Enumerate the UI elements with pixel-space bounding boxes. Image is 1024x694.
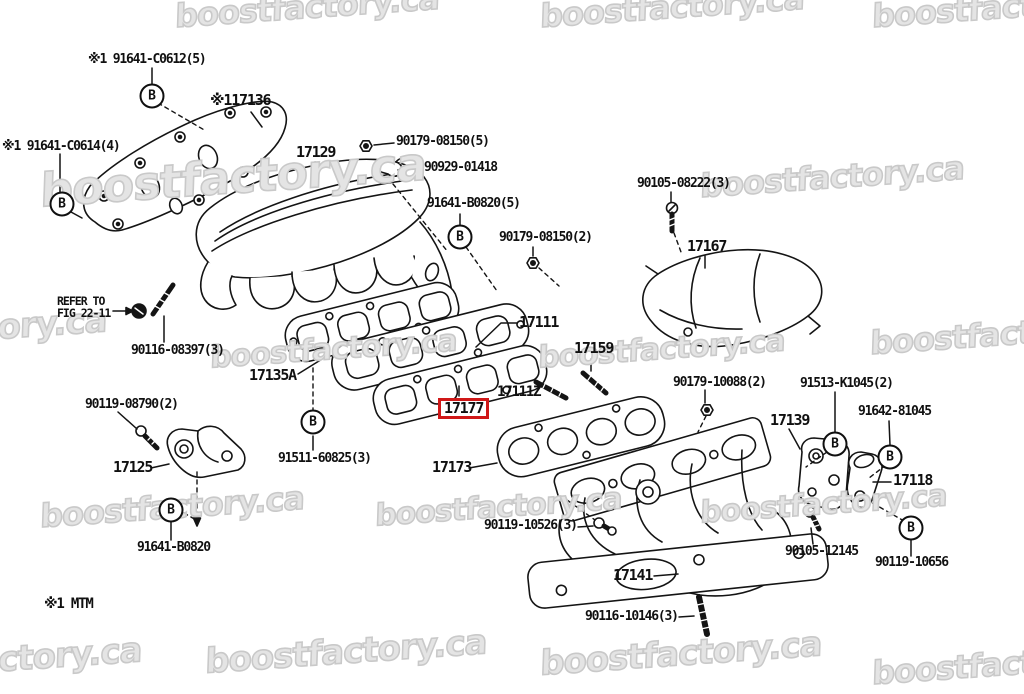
part-17129-intake-manifold [195,158,453,310]
label-90119-10656: 90119-10656 [875,555,949,570]
label-17139: 17139 [770,411,810,429]
callout-b: B [822,431,848,457]
label-90105-08222: 90105-08222(3) [637,176,731,191]
label-90116-08397: 90116-08397(3) [131,343,225,358]
label-91641-C0614: ※1 91641-C0614(4) [2,139,121,154]
label-90119-08790: 90119-08790(2) [85,397,179,412]
callout-b: B [158,497,184,523]
label-90105-12145: 90105-12145 [785,544,859,559]
label-91641-C0612: ※1 91641-C0612(5) [88,52,207,67]
highlighted-part-box: 17177 [438,398,490,419]
label-91513-K1045: 91513-K1045(2) [800,376,894,391]
part-17173-gasket [496,396,666,478]
label-90179-08150-2: 90179-08150(2) [499,230,593,245]
dashed-arrowhead [192,517,202,527]
callout-b: B [877,444,903,470]
label-17129: 17129 [296,143,336,161]
label-91641-B0820: 91641-B0820 [137,540,211,555]
label-90929-01418: 90929-01418 [424,160,498,175]
label-17118: 17118 [893,471,933,489]
label-17141: 17141 [613,566,653,584]
label-90179-10088: 90179-10088(2) [673,375,767,390]
label-91642-81045: 91642-81045 [858,404,932,419]
label-17159: 17159 [574,339,614,357]
label-91641-B0820-5: 91641-B0820(5) [427,196,521,211]
label-90179-08150-5: 90179-08150(5) [396,134,490,149]
part-17118-damper [846,451,883,509]
label-90116-10146: 90116-10146(3) [585,609,679,624]
callout-b: B [898,515,924,541]
part-17135A-gasket [284,281,460,363]
leader-lines [59,67,912,618]
label-refer-note-line2: FIG 22-11 [57,306,111,320]
callout-b: B [300,409,326,435]
part-17111-gasket [331,303,530,391]
part-17141-exhaust-manifold [527,416,829,609]
dashed-lines [157,102,905,522]
label-17135A: 17135A [249,366,297,384]
callout-b: B [447,224,473,250]
callout-b: B [139,83,165,109]
part-17177-gasket [372,344,548,426]
label-17173: 17173 [432,458,472,476]
callout-b: B [49,191,75,217]
label-90119-10526: 90119-10526(3) [484,518,578,533]
fastener-icons [112,140,822,637]
label-footnote-mtm: ※1 MTM [44,596,94,612]
label-17167: 17167 [687,237,727,255]
part-90929-clamp [376,157,408,178]
part-17125-bracket [166,425,246,478]
label-refer-note-line1: REFER TO [57,294,105,308]
label-17111Z: 17111Z [497,384,542,400]
part-117136-gasket-panel [82,100,288,232]
label-117136: ※117136 [210,91,272,109]
label-17125: 17125 [113,458,153,476]
label-17177: 17177 [444,399,484,417]
part-17167-insulator [642,248,823,348]
label-17111: 17111 [519,313,559,331]
label-91511-60825: 91511-60825(3) [278,451,372,466]
